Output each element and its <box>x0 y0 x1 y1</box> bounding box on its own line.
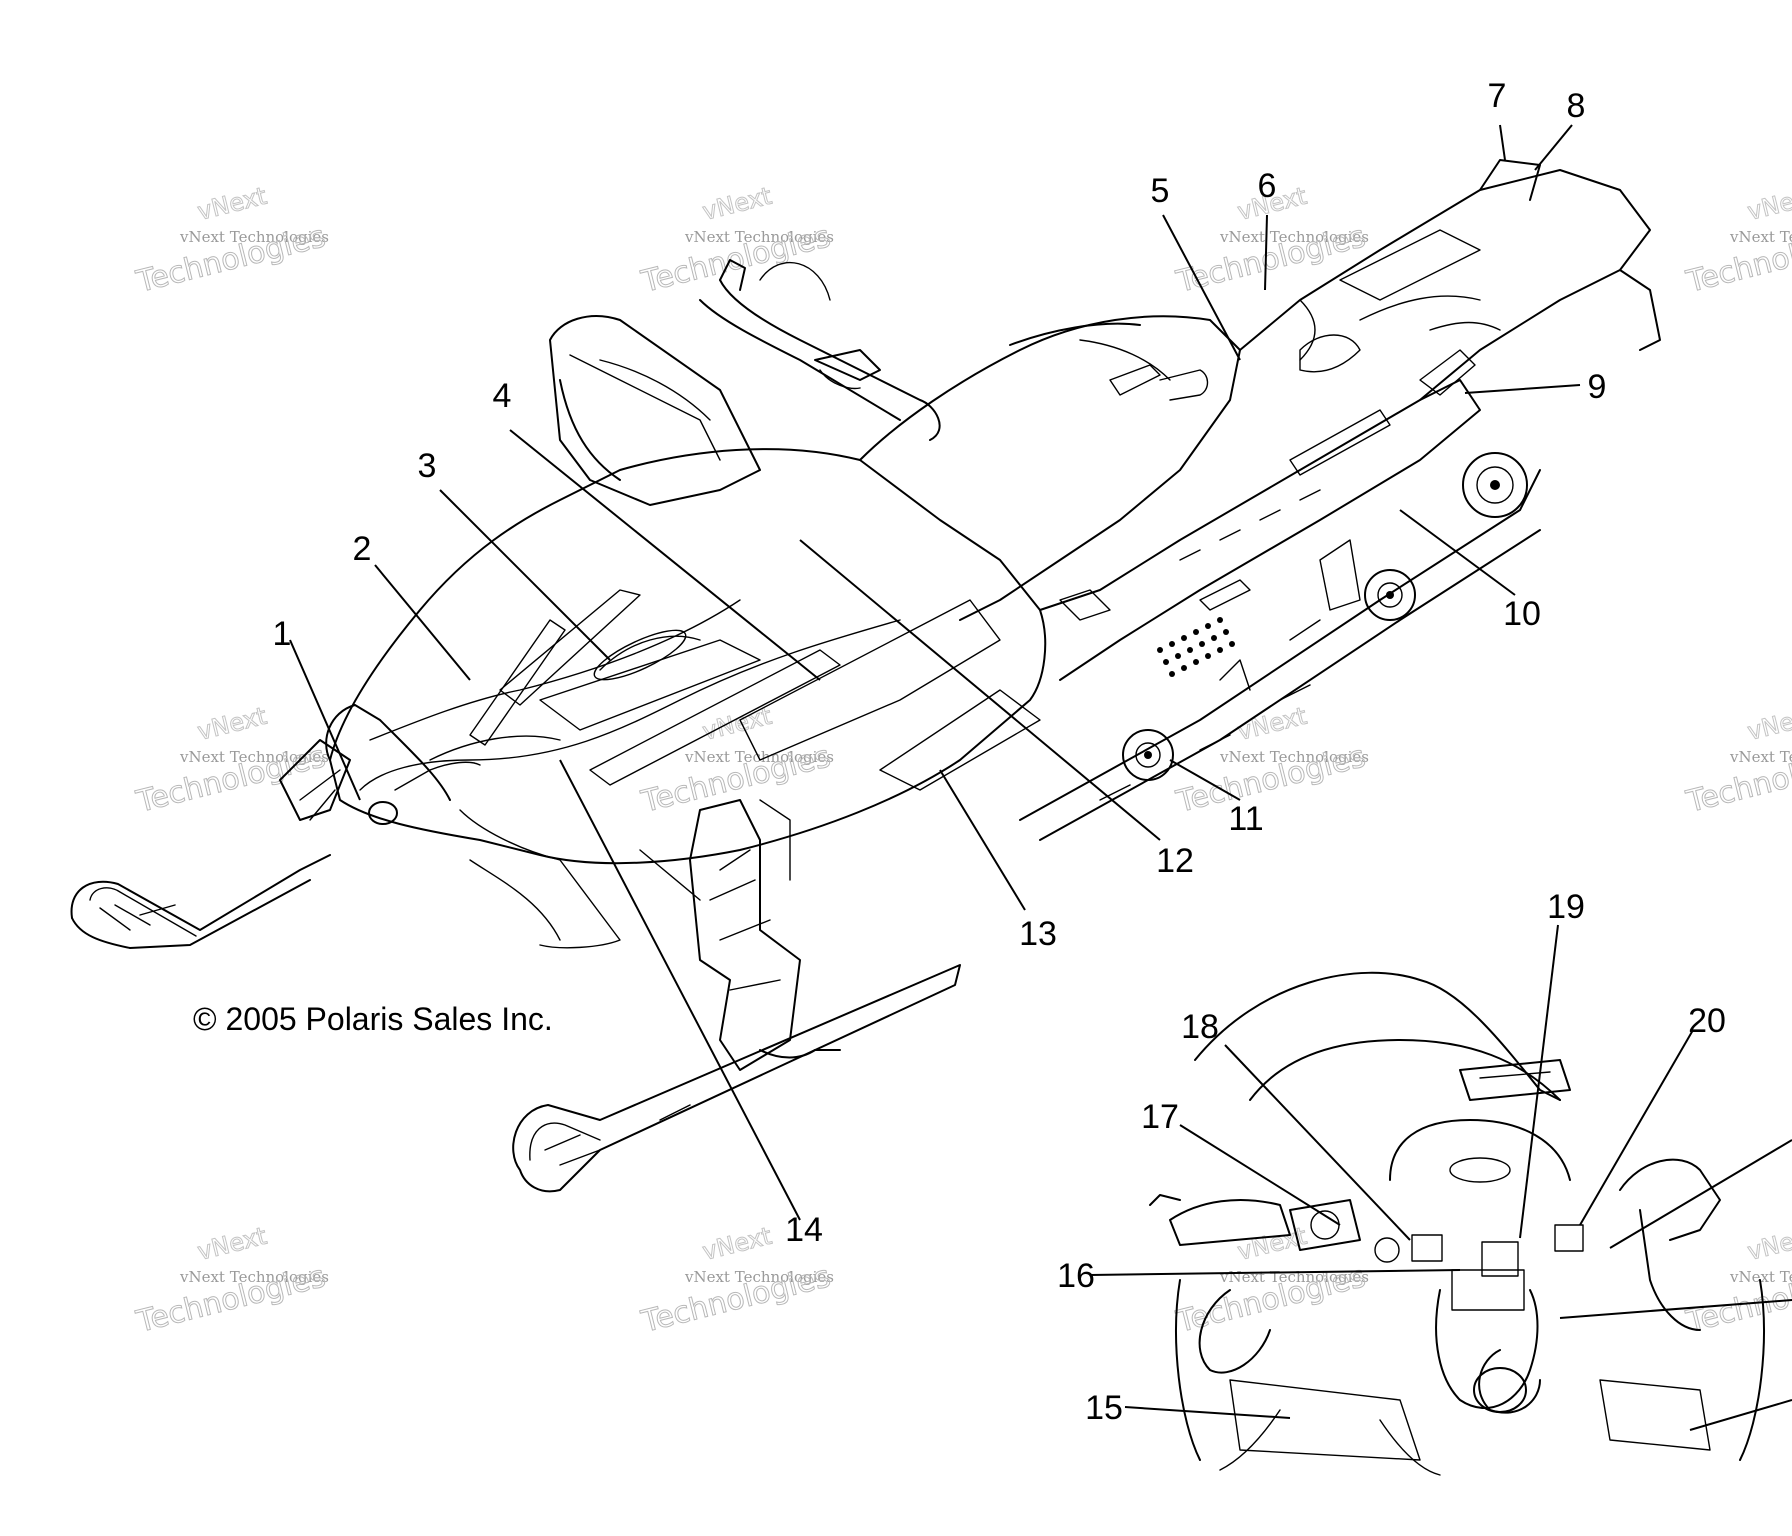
callout-7: 7 <box>1488 77 1507 115</box>
watermarks: vNext vNext Technologies Technologies vN… <box>132 181 1792 1340</box>
leader-19 <box>1519 924 1559 1239</box>
svg-text:vNext Technologies: vNext Technologies <box>179 748 329 766</box>
leader-21 <box>1609 1139 1792 1249</box>
idler-wheel <box>1462 452 1528 518</box>
callout-10: 10 <box>1503 595 1541 633</box>
snowmobile-drawing <box>70 159 1661 1193</box>
idler-wheel <box>1122 729 1174 781</box>
svg-text:vNext: vNext <box>1745 702 1792 746</box>
hood <box>325 448 1047 949</box>
callout-6: 6 <box>1258 167 1277 205</box>
watermark: vNext vNext Technologies Technologies <box>1682 181 1792 300</box>
callout-19: 19 <box>1547 888 1585 926</box>
callout-labels: 1 2 3 4 5 6 7 8 9 10 11 12 13 14 15 16 1… <box>273 77 1726 1427</box>
svg-text:vNext: vNext <box>1745 1222 1792 1266</box>
svg-text:vNext Technologies: vNext Technologies <box>1729 748 1792 766</box>
callout-20: 20 <box>1688 1002 1726 1040</box>
leader-11 <box>1169 759 1241 801</box>
callout-3: 3 <box>418 447 437 485</box>
idler-wheel <box>1364 569 1416 621</box>
copyright-notice: © 2005 Polaris Sales Inc. <box>193 1001 553 1037</box>
svg-text:vNext Technologies: vNext Technologies <box>684 228 834 246</box>
callout-16: 16 <box>1057 1257 1095 1295</box>
callout-14: 14 <box>785 1211 823 1249</box>
svg-text:vNext Technologies: vNext Technologies <box>1219 748 1369 766</box>
leader-15 <box>1124 1406 1291 1419</box>
leader-2 <box>374 564 471 681</box>
svg-text:vNext Technologies: vNext Technologies <box>1729 228 1792 246</box>
svg-text:vNext Technologies: vNext Technologies <box>684 1268 834 1286</box>
leader-14 <box>559 759 801 1221</box>
svg-text:vNext: vNext <box>195 182 270 226</box>
svg-text:vNext Technologies: vNext Technologies <box>179 1268 329 1286</box>
seat <box>859 315 1241 621</box>
leader-10 <box>1399 509 1516 596</box>
callout-1: 1 <box>273 615 292 653</box>
callout-11: 11 <box>1228 800 1263 838</box>
svg-text:vNext Technologies: vNext Technologies <box>179 228 329 246</box>
svg-text:vNext: vNext <box>195 702 270 746</box>
callout-13: 13 <box>1019 915 1057 953</box>
callout-2: 2 <box>353 530 372 568</box>
callout-9: 9 <box>1588 368 1607 406</box>
svg-text:vNext Technologies: vNext Technologies <box>1219 228 1369 246</box>
leader-9 <box>1464 384 1581 394</box>
leader-6 <box>1264 214 1268 291</box>
callout-5: 5 <box>1151 172 1170 210</box>
leader-18 <box>1224 1044 1411 1241</box>
leader-12 <box>799 539 1161 841</box>
callout-15: 15 <box>1085 1389 1123 1427</box>
leader-5 <box>1162 214 1241 361</box>
watermark: vNext vNext Technologies Technologies <box>637 181 834 300</box>
leader-1 <box>289 639 361 801</box>
svg-text:vNext: vNext <box>700 1222 775 1266</box>
left-ski <box>70 739 351 949</box>
svg-text:vNext: vNext <box>1745 182 1792 226</box>
leader-16 <box>1089 1269 1461 1276</box>
watermark: vNext vNext Technologies Technologies <box>132 1221 329 1340</box>
watermark: vNext vNext Technologies Technologies <box>1172 1221 1369 1340</box>
watermark: vNext vNext Technologies Technologies <box>1682 1221 1792 1340</box>
callout-4: 4 <box>493 377 512 415</box>
leader-20 <box>1579 1029 1694 1226</box>
handlebar-detail-inset <box>1149 971 1765 1476</box>
callout-8: 8 <box>1567 87 1586 125</box>
windshield <box>549 315 761 506</box>
leader-4 <box>509 429 821 681</box>
handlebar <box>699 259 941 441</box>
leader-8 <box>1534 124 1573 171</box>
leader-7 <box>1499 124 1506 161</box>
leader-22 <box>1559 1299 1792 1319</box>
leader-3 <box>439 489 611 661</box>
svg-text:vNext: vNext <box>700 182 775 226</box>
watermark: vNext vNext Technologies Technologies <box>132 181 329 300</box>
leader-13 <box>939 769 1026 911</box>
rear-rack <box>1239 159 1661 401</box>
watermark: vNext vNext Technologies Technologies <box>1682 701 1792 820</box>
side-panel <box>1039 379 1481 681</box>
leader-23 <box>1689 1399 1792 1431</box>
leader-lines <box>289 124 1792 1431</box>
svg-text:vNext: vNext <box>195 1222 270 1266</box>
front-suspension <box>639 799 801 1071</box>
vent-dots <box>1157 617 1235 677</box>
leader-17 <box>1179 1124 1341 1226</box>
callout-18: 18 <box>1181 1008 1219 1046</box>
callout-17: 17 <box>1141 1098 1179 1136</box>
track <box>1019 452 1541 841</box>
svg-text:vNext Technologies: vNext Technologies <box>1729 1268 1792 1286</box>
right-ski <box>512 964 961 1193</box>
callout-12: 12 <box>1156 842 1194 880</box>
